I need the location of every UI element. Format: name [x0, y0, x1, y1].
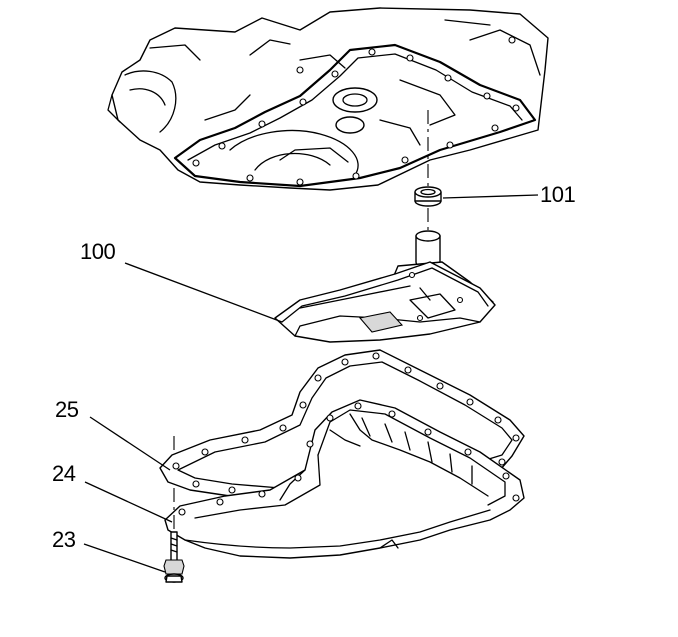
leader-100	[124, 262, 283, 323]
pan-bolt-holes	[178, 402, 520, 516]
leader-25	[89, 416, 171, 471]
transmission-filter	[274, 230, 496, 343]
callout-25: 25	[55, 397, 79, 422]
callout-100: 100	[80, 239, 116, 264]
pan-bolt	[163, 488, 185, 583]
callout-101: 101	[540, 182, 576, 207]
leader-101	[442, 194, 539, 199]
callout-24: 24	[52, 461, 76, 486]
leader-lines	[83, 194, 539, 573]
callout-23: 23	[52, 527, 76, 552]
leader-24	[84, 481, 173, 523]
transmission-case	[107, 7, 549, 191]
transmission-pan	[164, 399, 525, 559]
case-bolts	[192, 36, 520, 186]
filter-seal	[414, 110, 442, 230]
leader-23	[83, 543, 166, 573]
